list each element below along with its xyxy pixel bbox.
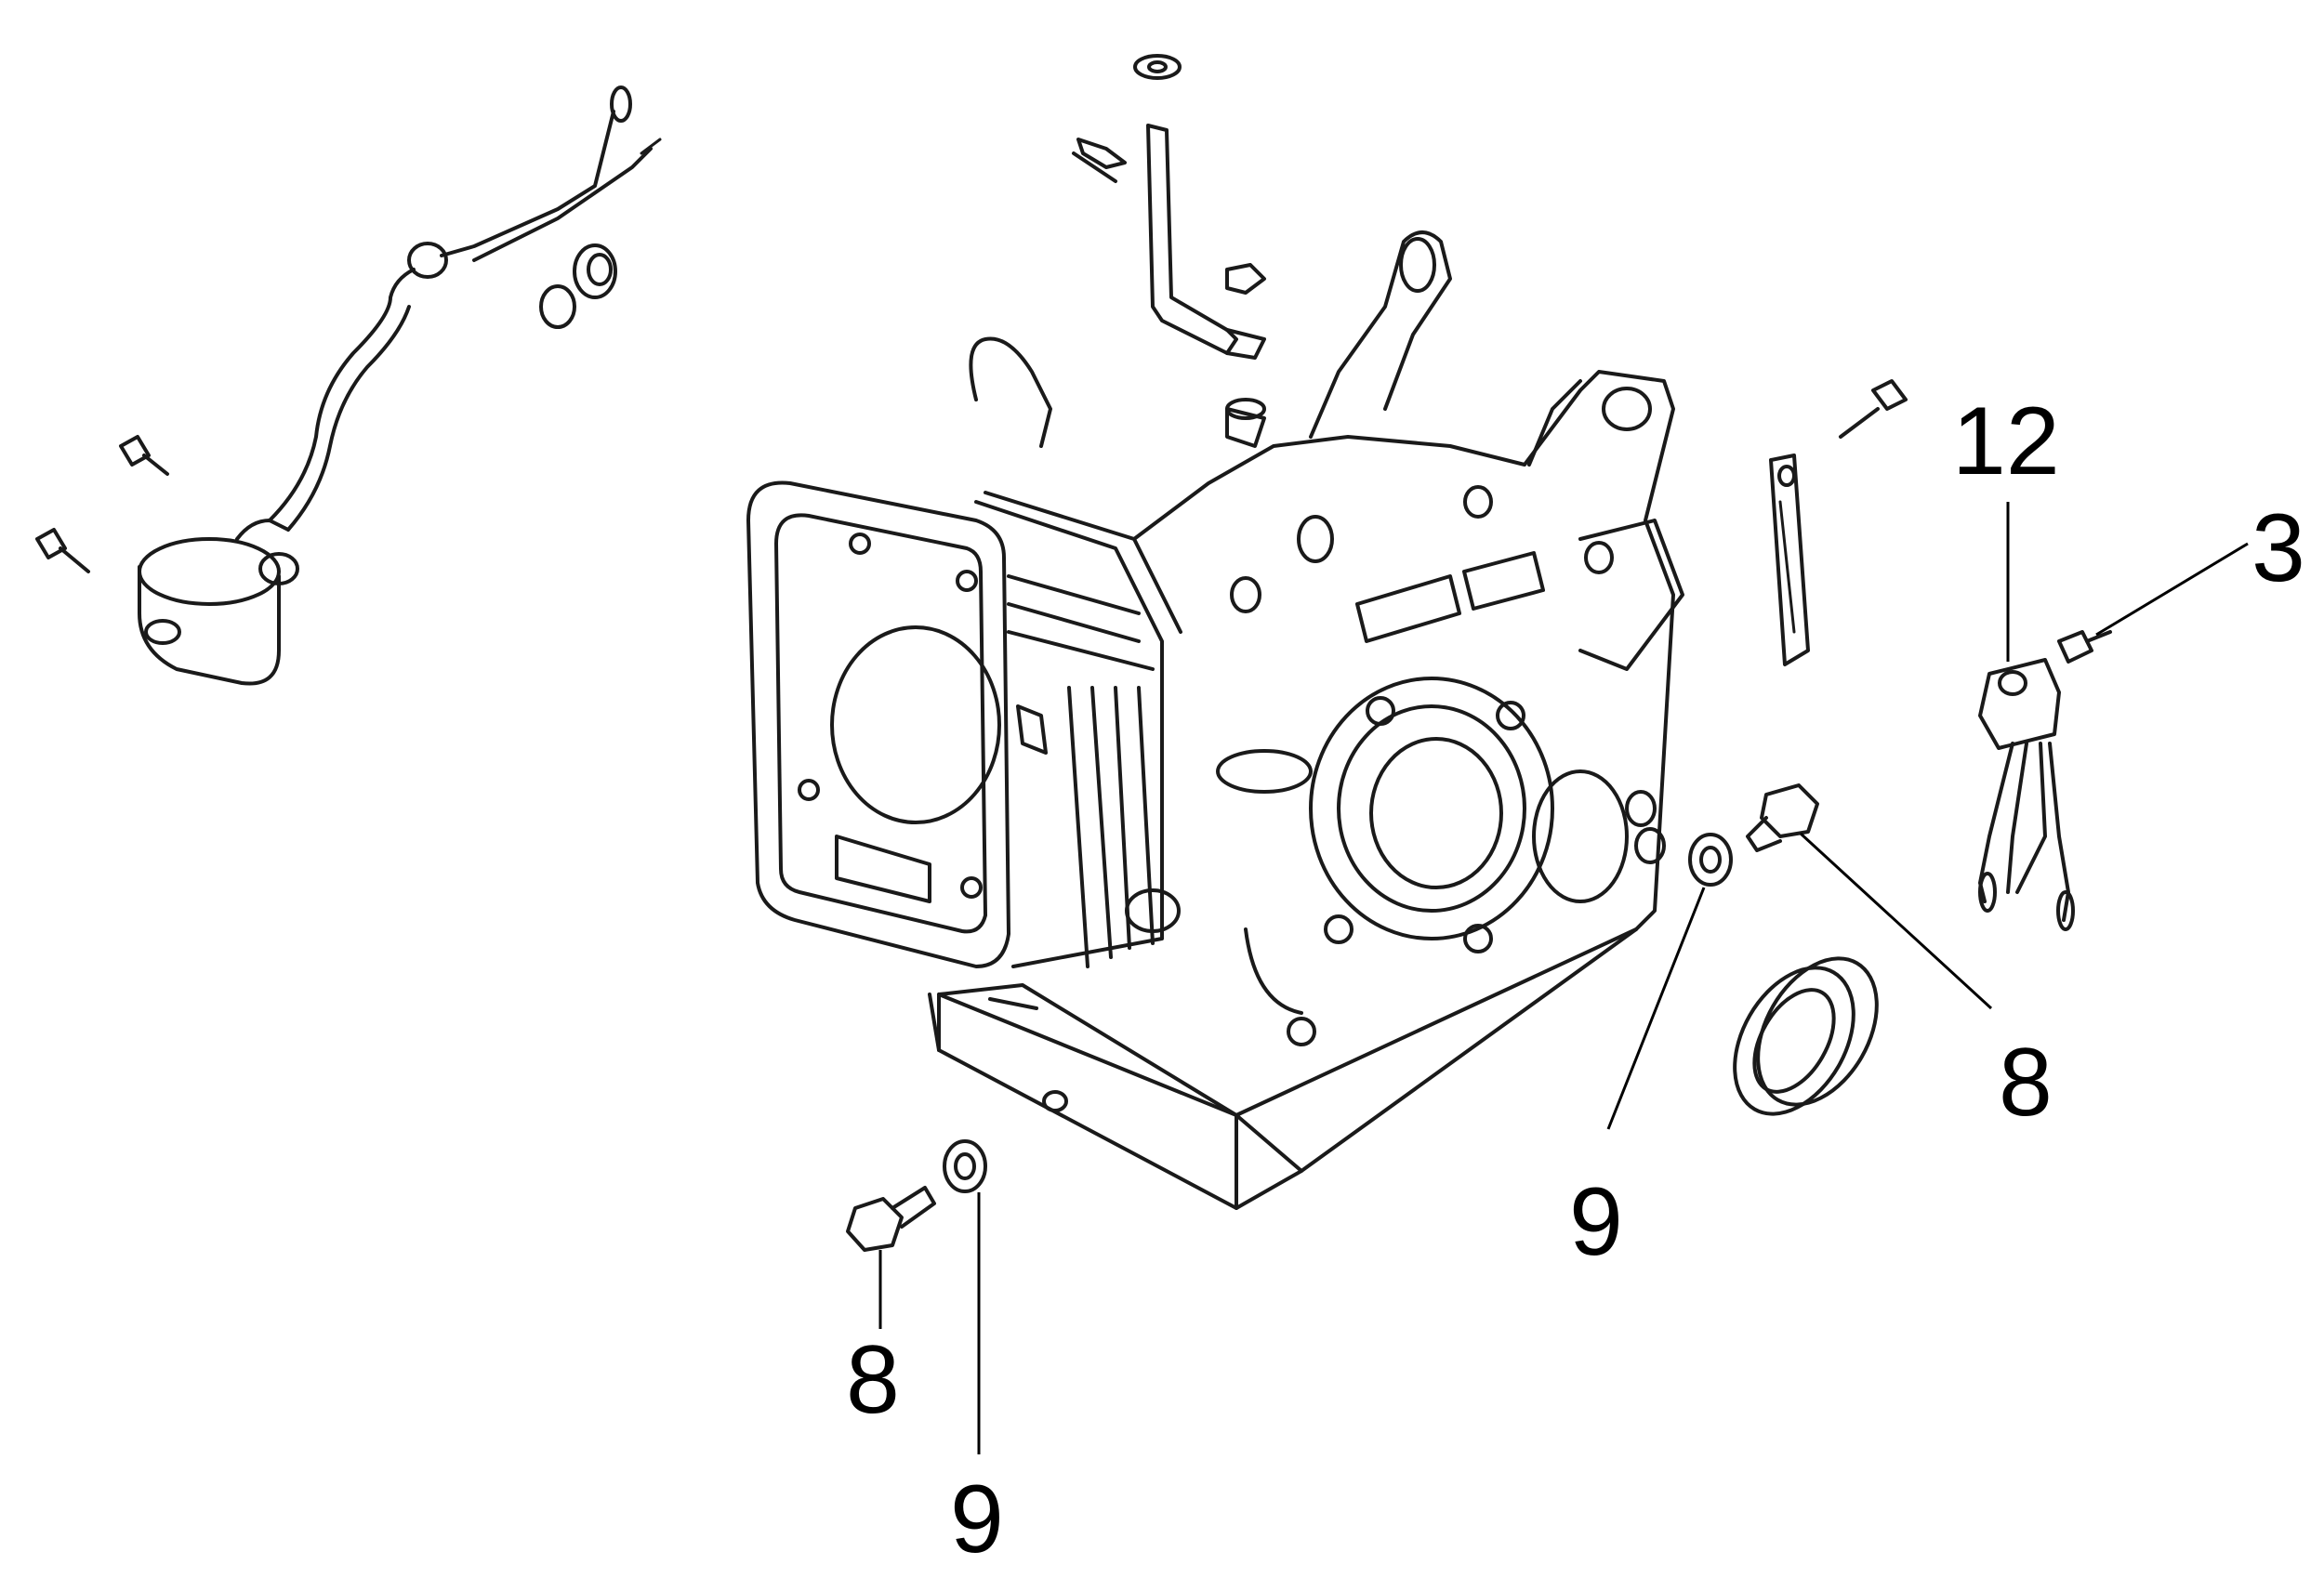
oil-drain-bolt-left bbox=[846, 1186, 936, 1252]
crankcase bbox=[746, 230, 1684, 1210]
callout-9-right: 9 bbox=[1569, 1168, 1623, 1276]
sight-bracket bbox=[1769, 454, 1810, 666]
module-screw bbox=[2057, 630, 2112, 664]
ignition-coil-assembly bbox=[138, 85, 662, 686]
callout-9-left: 9 bbox=[950, 1466, 1004, 1573]
grommet bbox=[539, 243, 617, 329]
callout-8-left: 8 bbox=[846, 1326, 900, 1434]
ignition-module bbox=[1978, 658, 2075, 931]
oil-drain-washer-right bbox=[1688, 833, 1733, 887]
governor-shaft-assembly bbox=[1072, 54, 1266, 360]
callout-leader-lines bbox=[878, 502, 2249, 1454]
callout-8-right: 8 bbox=[1999, 1029, 2053, 1137]
oil-drain-washer-left bbox=[943, 1139, 987, 1193]
coil-mounting-bolt bbox=[35, 435, 169, 573]
bracket-bolt bbox=[1839, 379, 1908, 439]
oil-seal bbox=[1733, 956, 1879, 1116]
oil-drain-bolt-right bbox=[1746, 783, 1819, 852]
callout-12: 12 bbox=[1952, 388, 2060, 495]
callout-3: 3 bbox=[2251, 494, 2305, 602]
